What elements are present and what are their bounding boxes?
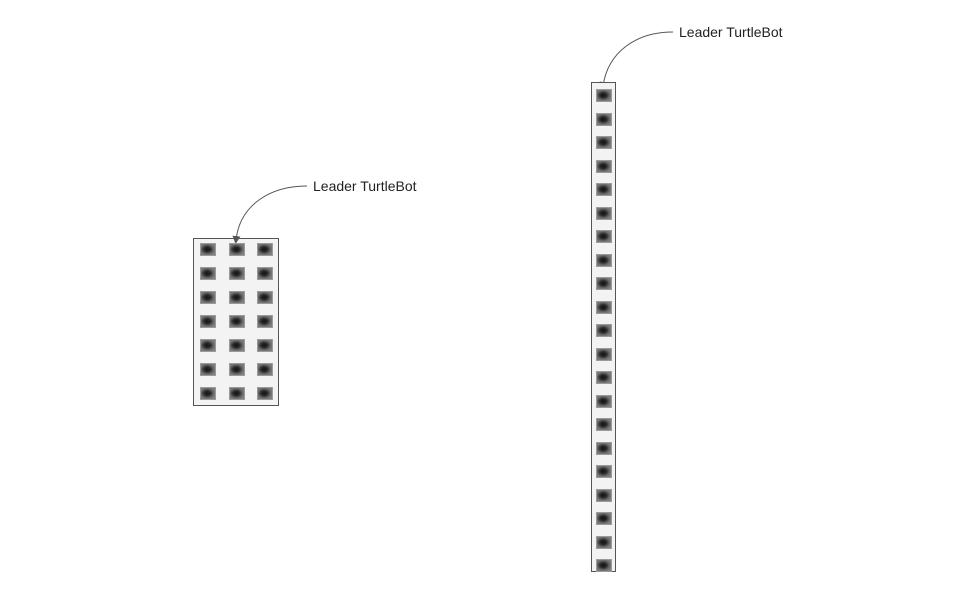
- turtlebot-icon: [596, 348, 612, 361]
- leader-turtlebot-icon: [229, 243, 245, 256]
- turtlebot-icon: [200, 387, 216, 400]
- turtlebot-icon: [229, 291, 245, 304]
- turtlebot-icon: [200, 291, 216, 304]
- turtlebot-icon: [596, 230, 612, 243]
- turtlebot-icon: [596, 465, 612, 478]
- turtlebot-icon: [257, 363, 273, 376]
- turtlebot-icon: [596, 136, 612, 149]
- turtlebot-icon: [257, 315, 273, 328]
- turtlebot-icon: [200, 267, 216, 280]
- turtlebot-icon: [596, 559, 612, 572]
- turtlebot-icon: [596, 512, 612, 525]
- turtlebot-icon: [596, 160, 612, 173]
- turtlebot-icon: [229, 387, 245, 400]
- turtlebot-icon: [596, 207, 612, 220]
- column-leader-label: Leader TurtleBot: [679, 24, 783, 40]
- turtlebot-icon: [596, 301, 612, 314]
- turtlebot-icon: [596, 371, 612, 384]
- turtlebot-icon: [596, 489, 612, 502]
- turtlebot-icon: [596, 254, 612, 267]
- turtlebot-icon: [229, 267, 245, 280]
- turtlebot-icon: [257, 267, 273, 280]
- turtlebot-icon: [257, 387, 273, 400]
- turtlebot-icon: [257, 243, 273, 256]
- turtlebot-icon: [200, 339, 216, 352]
- turtlebot-icon: [229, 315, 245, 328]
- turtlebot-icon: [257, 291, 273, 304]
- grid-leader-arrow-curve: [232, 185, 308, 244]
- turtlebot-icon: [200, 243, 216, 256]
- turtlebot-icon: [596, 442, 612, 455]
- turtlebot-icon: [200, 363, 216, 376]
- turtlebot-icon: [229, 339, 245, 352]
- leader-turtlebot-icon: [596, 89, 612, 102]
- turtlebot-icon: [596, 277, 612, 290]
- grid-leader-label: Leader TurtleBot: [313, 178, 417, 194]
- turtlebot-icon: [596, 418, 612, 431]
- column-leader-arrow-curve: [599, 31, 674, 90]
- turtlebot-icon: [596, 536, 612, 549]
- turtlebot-icon: [200, 315, 216, 328]
- turtlebot-icon: [257, 339, 273, 352]
- turtlebot-icon: [596, 395, 612, 408]
- turtlebot-icon: [596, 113, 612, 126]
- turtlebot-icon: [596, 183, 612, 196]
- turtlebot-icon: [596, 324, 612, 337]
- turtlebot-icon: [229, 363, 245, 376]
